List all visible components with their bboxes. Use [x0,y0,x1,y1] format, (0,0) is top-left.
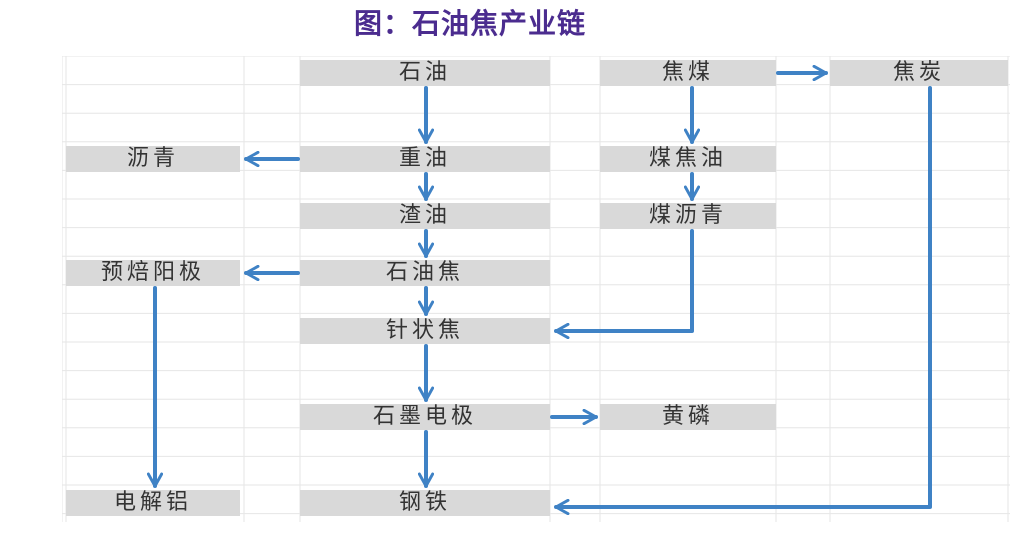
node-heavy-oil: 重油 [300,146,550,172]
background-grid [62,56,1010,522]
node-coke: 焦炭 [830,60,1008,86]
node-steel: 钢铁 [300,490,550,516]
node-needle-coke: 针状焦 [300,318,550,344]
node-coal-tar: 煤焦油 [600,146,776,172]
node-electrolytic-aluminum: 电解铝 [66,490,240,516]
node-graphite-electrode: 石墨电极 [300,404,550,430]
node-yellow-phosphorus: 黄磷 [600,404,776,430]
page-title: 图：石油焦产业链 [353,7,586,40]
node-residual-oil: 渣油 [300,203,550,229]
node-coking-coal: 焦煤 [600,60,776,86]
node-prebaked-anode: 预焙阳极 [66,260,240,286]
node-petroleum-coke: 石油焦 [300,260,550,286]
node-asphalt: 沥青 [66,146,240,172]
node-coal-tar-pitch: 煤沥青 [600,203,776,229]
node-petroleum: 石油 [300,60,550,86]
